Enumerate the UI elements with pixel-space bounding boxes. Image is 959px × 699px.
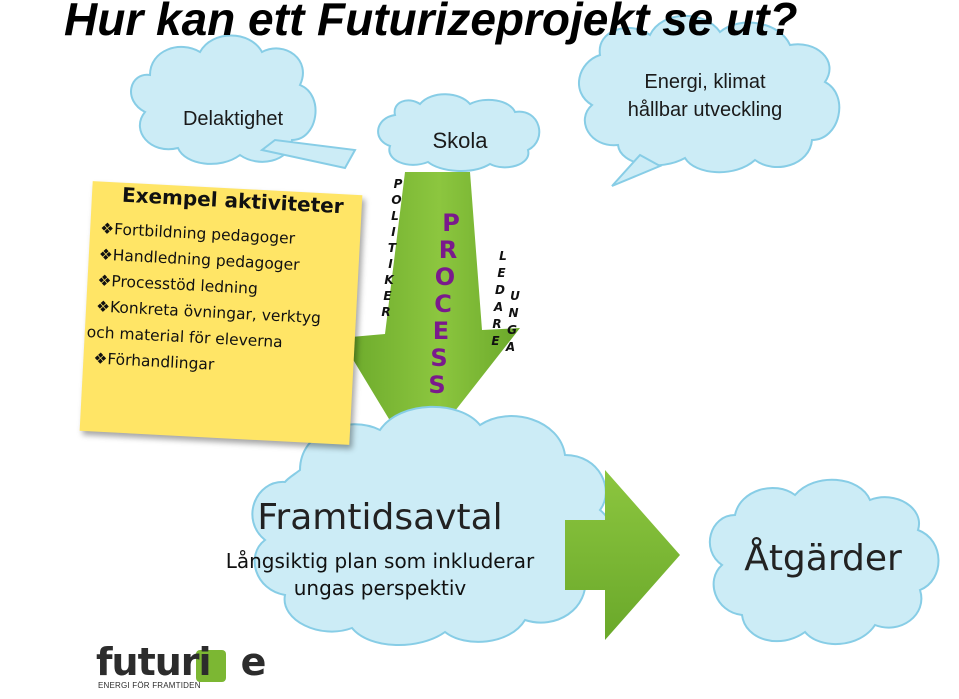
bullet-icon: ❖ [92, 349, 108, 369]
cloud-label-skola: Skola [432, 128, 488, 153]
process-word: P R O C E S S [428, 209, 460, 399]
process-arrow [340, 172, 520, 462]
right-arrow [565, 470, 680, 640]
activities-note: Exempel aktiviteter ❖Fortbildning pedago… [79, 181, 363, 445]
framtidsavtal-subtitle: Långsiktig plan som inkluderar ungas per… [190, 548, 570, 602]
bullet-icon: ❖ [97, 271, 112, 291]
framtidsavtal-sub-line-1: Långsiktig plan som inkluderar [225, 549, 535, 573]
cloud-framtidsavtal [251, 405, 614, 647]
note-list: ❖Fortbildning pedagoger ❖Handledning ped… [86, 216, 326, 384]
framtidsavtal-title: Framtidsavtal [257, 497, 503, 538]
logo-tagline: ENERGI FÖR FRAMTIDEN [98, 681, 201, 690]
cloud-atgarder [708, 478, 940, 645]
cloud-label-delaktighet: Delaktighet [182, 108, 284, 130]
page-title: Hur kan ett Futurizeprojekt se ut? [64, 0, 798, 45]
cloud-skola [377, 93, 541, 172]
politiker-word: P O L I T I K E R [381, 177, 403, 319]
logo-mark [196, 650, 226, 682]
energi-line-1: Energi, klimat [644, 71, 766, 93]
bullet-icon: ❖ [95, 297, 111, 317]
ledare-word: L E D A R E [491, 249, 507, 348]
cloud-delaktighet [130, 34, 357, 170]
framtidsavtal-sub-line-2: ungas perspektiv [293, 576, 467, 600]
bullet-icon: ❖ [98, 245, 114, 265]
cloud-energi [578, 14, 841, 187]
energi-line-2: hållbar utveckling [627, 99, 783, 121]
bullet-icon: ❖ [99, 219, 115, 239]
unga-word: U N G A [505, 289, 520, 354]
atgarder-label: Åtgärder [744, 538, 902, 579]
cloud-label-energi: Energi, klimat hållbar utveckling [595, 68, 815, 124]
